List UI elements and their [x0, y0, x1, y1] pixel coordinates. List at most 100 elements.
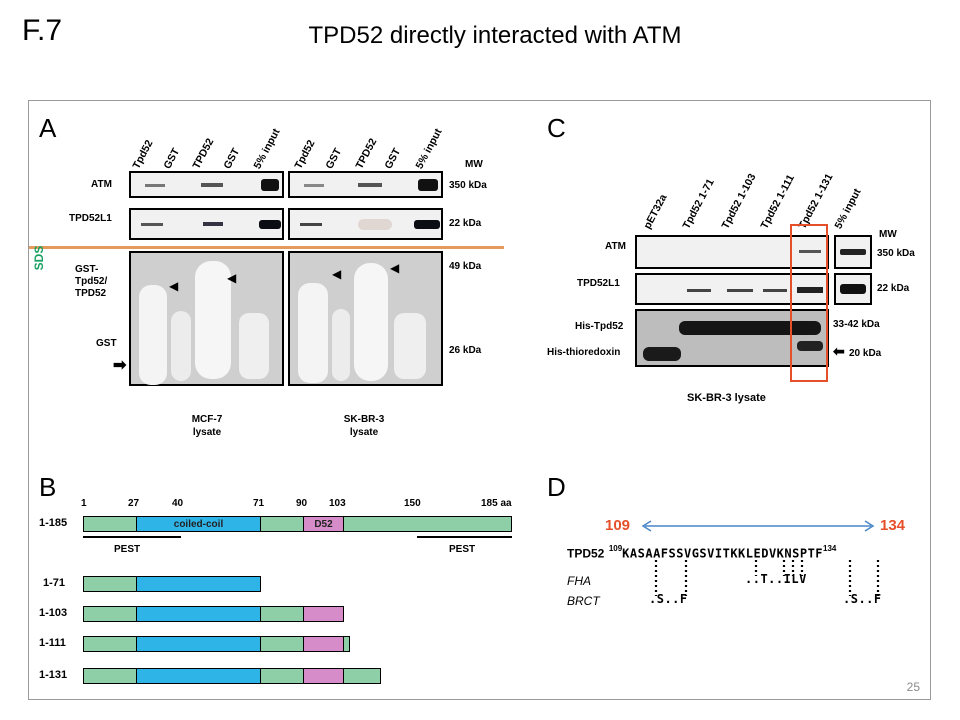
figure-frame [28, 100, 931, 700]
panel-c: C pET32a Tpd52 1-71 Tpd52 1-103 Tpd52 1-… [537, 101, 930, 463]
arrowhead-icon: ◀ [227, 271, 237, 285]
mw-label: 20 kDa [849, 348, 882, 359]
row-label-gst: GST [96, 338, 117, 349]
position-tick: 1 [81, 498, 87, 509]
highlight-box [790, 224, 828, 382]
lane-label: TPD52 [353, 136, 380, 171]
arrowhead-icon: ◀ [332, 267, 342, 281]
panel-d: D 109 134 TPD52 109KASAAFSSVGSVITKKLEDVK… [537, 466, 930, 699]
lane-label: GST [323, 146, 345, 171]
lane-label: Tpd52 1-131 [796, 171, 836, 231]
gst-arrow-icon: ➡ [113, 357, 127, 374]
mw-label: 33-42 kDa [833, 319, 880, 330]
gel-his [635, 309, 829, 367]
slide-title: TPD52 directly interacted with ATM [308, 22, 682, 49]
gel-mcf7: ◀ ◀ [129, 251, 284, 386]
range-end: 134 [880, 517, 906, 534]
position-tick: 185 aa [481, 498, 512, 509]
panel-c-letter: C [547, 113, 566, 143]
mw-label: 22 kDa [877, 283, 910, 294]
blot-tpd52l1 [635, 273, 829, 305]
sequence-end-sup: 134 [823, 544, 837, 553]
brct-row: BRCT [567, 592, 600, 610]
position-tick: 71 [253, 498, 265, 509]
blot-atm [635, 235, 829, 269]
panel-a: A Tpd52 GST TPD52 GST 5% input Tpd52 GST… [29, 101, 534, 463]
construct-label: 1-185 [39, 517, 68, 529]
row-label-atm: ATM [605, 241, 626, 252]
construct-label: 1-71 [43, 577, 66, 589]
atm-band [799, 250, 821, 253]
row-label-atm: ATM [91, 179, 112, 190]
position-tick: 27 [128, 498, 140, 509]
mw-header: MW [465, 159, 483, 170]
construct-bar-1-71 [83, 576, 261, 592]
slide-label: F.7 [22, 14, 63, 47]
row-label-his-thioredoxin: His-thioredoxin [547, 347, 621, 358]
panel-a-letter: A [39, 113, 57, 143]
panel-b: B 1 27 40 71 90 103 150 185 aa 1-185 coi… [29, 466, 534, 699]
position-tick: 150 [404, 498, 421, 509]
panel-d-letter: D [547, 472, 566, 502]
row-label-his-tpd52: His-Tpd52 [575, 321, 624, 332]
page-number: 25 [906, 680, 920, 694]
lane-label: pET32a [641, 192, 670, 231]
mw-label: 26 kDa [449, 345, 482, 356]
d52-domain: D52 [304, 517, 344, 531]
construct-label: 1-111 [39, 637, 66, 649]
row-label-tpd52l1: TPD52L1 [69, 213, 112, 224]
mw-label: 350 kDa [877, 248, 915, 259]
blot-tpd52l1-skbr3 [288, 208, 443, 240]
blot-tpd52l1-mcf7 [129, 208, 284, 240]
mw-label: 49 kDa [449, 261, 482, 272]
gel-skbr3: ◀ ◀ [288, 251, 443, 386]
position-tick: 90 [296, 498, 308, 509]
lysate-label-mcf7: MCF-7 lysate [191, 414, 223, 438]
fha-motif: ..T..ILV [745, 572, 807, 586]
pest-bracket [83, 536, 181, 538]
coiled-coil-domain: coiled-coil [137, 517, 261, 531]
lysate-label: SK-BR-3 lysate [687, 392, 766, 404]
tpd52-sequence: KASAAFSSVGSVITKKLEDVKNSPTF [622, 546, 824, 561]
lane-label: GST [161, 146, 183, 171]
sequence-start-sup: 109 [608, 544, 623, 553]
arrowhead-icon: ◀ [390, 261, 400, 275]
construct-bar-1-185: coiled-coil D52 [83, 516, 512, 532]
mw-label: 22 kDa [449, 218, 482, 229]
lane-label: Tpd52 1-111 [758, 172, 797, 231]
brct-motif: .S..F [843, 592, 882, 606]
mw-header: MW [879, 229, 897, 240]
position-tick: 40 [172, 498, 184, 509]
row-label-gst-tpd52: GST-Tpd52/ TPD52 [75, 264, 108, 299]
pest-label: PEST [449, 544, 476, 555]
lysate-label-skbr3: SK-BR-3 lysate [343, 414, 385, 438]
row-label-brct: BRCT [567, 594, 600, 608]
mw-label: 350 kDa [449, 180, 487, 191]
range-start: 109 [605, 517, 631, 534]
construct-bar-1-131 [83, 668, 381, 684]
lane-label: GST [221, 146, 243, 171]
construct-label: 1-103 [39, 607, 68, 619]
blot-tpd52l1-input [834, 273, 872, 305]
tpd52-sequence-row: TPD52 109KASAAFSSVGSVITKKLEDVKNSPTF134 [567, 544, 836, 562]
blot-atm-skbr3 [288, 171, 443, 198]
lane-label: GST [382, 146, 404, 171]
arrow-left-icon: ⬅ [833, 343, 845, 359]
sds-label: SDS [32, 245, 46, 271]
fha-row: FHA [567, 572, 591, 590]
arrowhead-icon: ◀ [169, 279, 179, 293]
construct-bar-1-111 [83, 636, 350, 652]
lane-label: Tpd52 1-71 [680, 176, 717, 231]
lane-label: 5% input [251, 126, 283, 171]
panel-b-letter: B [39, 472, 57, 502]
pest-bracket [417, 536, 512, 538]
lane-label: Tpd52 [292, 138, 318, 171]
alignment-dots [654, 560, 880, 596]
blot-atm-input [834, 235, 872, 269]
lane-label: 5% input [832, 186, 864, 231]
lane-label: TPD52 [190, 136, 217, 171]
pest-label: PEST [114, 544, 141, 555]
lane-label: 5% input [413, 126, 445, 171]
position-tick: 103 [329, 498, 346, 509]
row-label-fha: FHA [567, 574, 591, 588]
